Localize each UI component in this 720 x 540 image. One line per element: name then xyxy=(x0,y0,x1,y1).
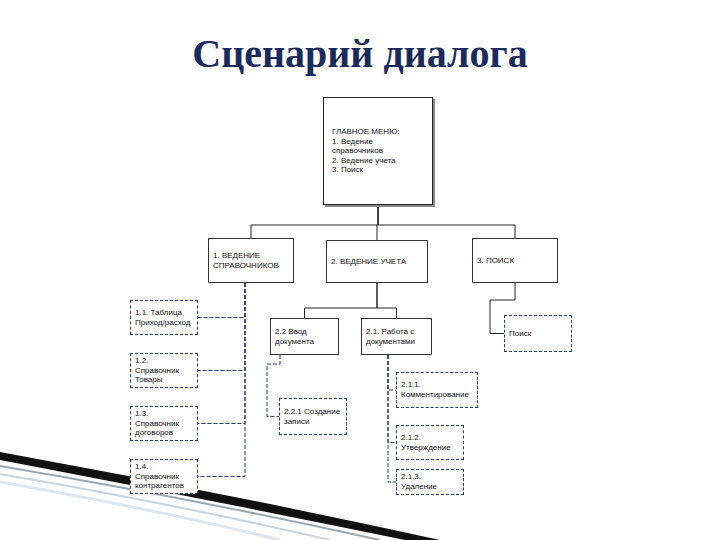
item-box: 1.2. Справочник Товары xyxy=(130,353,198,388)
connector xyxy=(378,205,515,238)
connector xyxy=(198,283,245,424)
connector xyxy=(388,355,396,482)
box-label: 2. Ведение учета xyxy=(332,156,424,166)
box-label: 3. ПОИСК xyxy=(477,256,553,266)
box-label: 1.3. Справочник договоров xyxy=(135,409,193,438)
connector xyxy=(198,283,245,477)
item-box: 2.1.3. Удаление xyxy=(396,469,464,495)
box-label: Поиск xyxy=(509,329,567,339)
box-label: 1.4. Справочник контрагентов xyxy=(135,462,193,491)
main-menu-box: ГЛАВНОЕ МЕНЮ:1. Ведение справочников2. В… xyxy=(323,97,433,205)
box-label: 1. ВЕДЕНИЕ СПРАВОЧНИКОВ xyxy=(213,251,289,270)
box-label: 1.1. Таблица Приход/расход xyxy=(135,308,193,327)
connector xyxy=(388,355,396,443)
connector xyxy=(388,355,396,390)
box-label: 2.1.3. Удаление xyxy=(401,472,459,491)
section-box: 2. ВЕДЕНИЕ УЧЕТА xyxy=(326,240,428,283)
box-label: 2.1. Работа с документами xyxy=(366,327,427,346)
section-box: 3. ПОИСК xyxy=(472,238,558,283)
box-label: 3. Поиск xyxy=(332,165,424,175)
connector xyxy=(305,283,378,318)
connector xyxy=(198,283,245,371)
item-box: 1.4. Справочник контрагентов xyxy=(130,459,198,494)
swoosh-band xyxy=(0,452,440,540)
item-box: 2.1.1. Комментирование xyxy=(396,372,478,408)
item-box: 1.1. Таблица Приход/расход xyxy=(130,300,198,335)
box-label: 2.1.1. Комментирование xyxy=(401,380,473,399)
page-title: Сценарий диалога xyxy=(0,30,720,77)
process-box: 2.2 Ввод документа xyxy=(270,318,339,355)
connector xyxy=(377,283,397,318)
box-label: ГЛАВНОЕ МЕНЮ: xyxy=(332,127,424,137)
item-box: 1.3. Справочник договоров xyxy=(130,406,198,441)
item-box: 2.1.2. Утверждение xyxy=(396,425,464,460)
connector xyxy=(198,283,245,318)
item-box: Поиск xyxy=(504,315,572,352)
box-label: 2.2.1 Создание записи xyxy=(284,407,342,426)
box-label: 2.1.2. Утверждение xyxy=(401,433,459,452)
process-box: 2.1. Работа с документами xyxy=(361,318,432,355)
connector xyxy=(251,205,378,238)
section-box: 1. ВЕДЕНИЕ СПРАВОЧНИКОВ xyxy=(208,238,294,283)
box-label: 1. Ведение справочников xyxy=(332,137,424,156)
box-label: 1.2. Справочник Товары xyxy=(135,356,193,385)
box-label: 2. ВЕДЕНИЕ УЧЕТА xyxy=(331,257,423,267)
item-box: 2.2.1 Создание записи xyxy=(279,398,347,435)
box-label: 2.2 Ввод документа xyxy=(275,327,334,346)
